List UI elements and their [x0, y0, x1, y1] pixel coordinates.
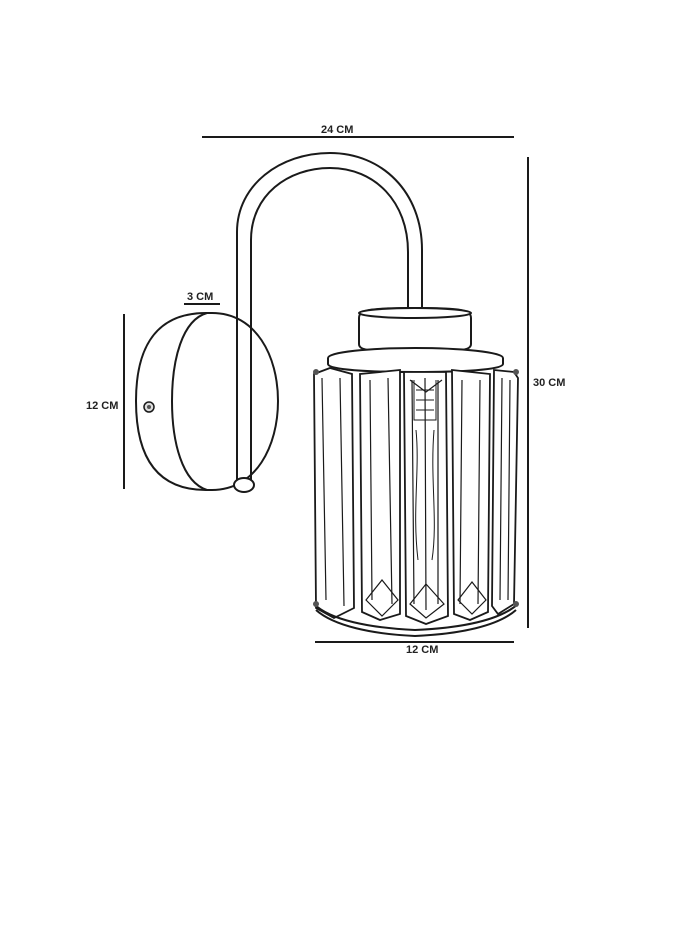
- shade-cap: [327, 306, 504, 374]
- bulb-holder-sketch: [413, 380, 437, 561]
- overall-width-label: 24 CM: [321, 124, 354, 136]
- shade-width-label: 12 CM: [406, 644, 439, 656]
- wall-base-plate: [134, 312, 280, 491]
- curved-arm: [233, 151, 423, 493]
- base-depth-label: 3 CM: [187, 291, 214, 303]
- overall-height-label: 30 CM: [533, 377, 566, 389]
- base-height-label: 12 CM: [86, 400, 119, 412]
- shade-bottom-ring: [313, 369, 519, 638]
